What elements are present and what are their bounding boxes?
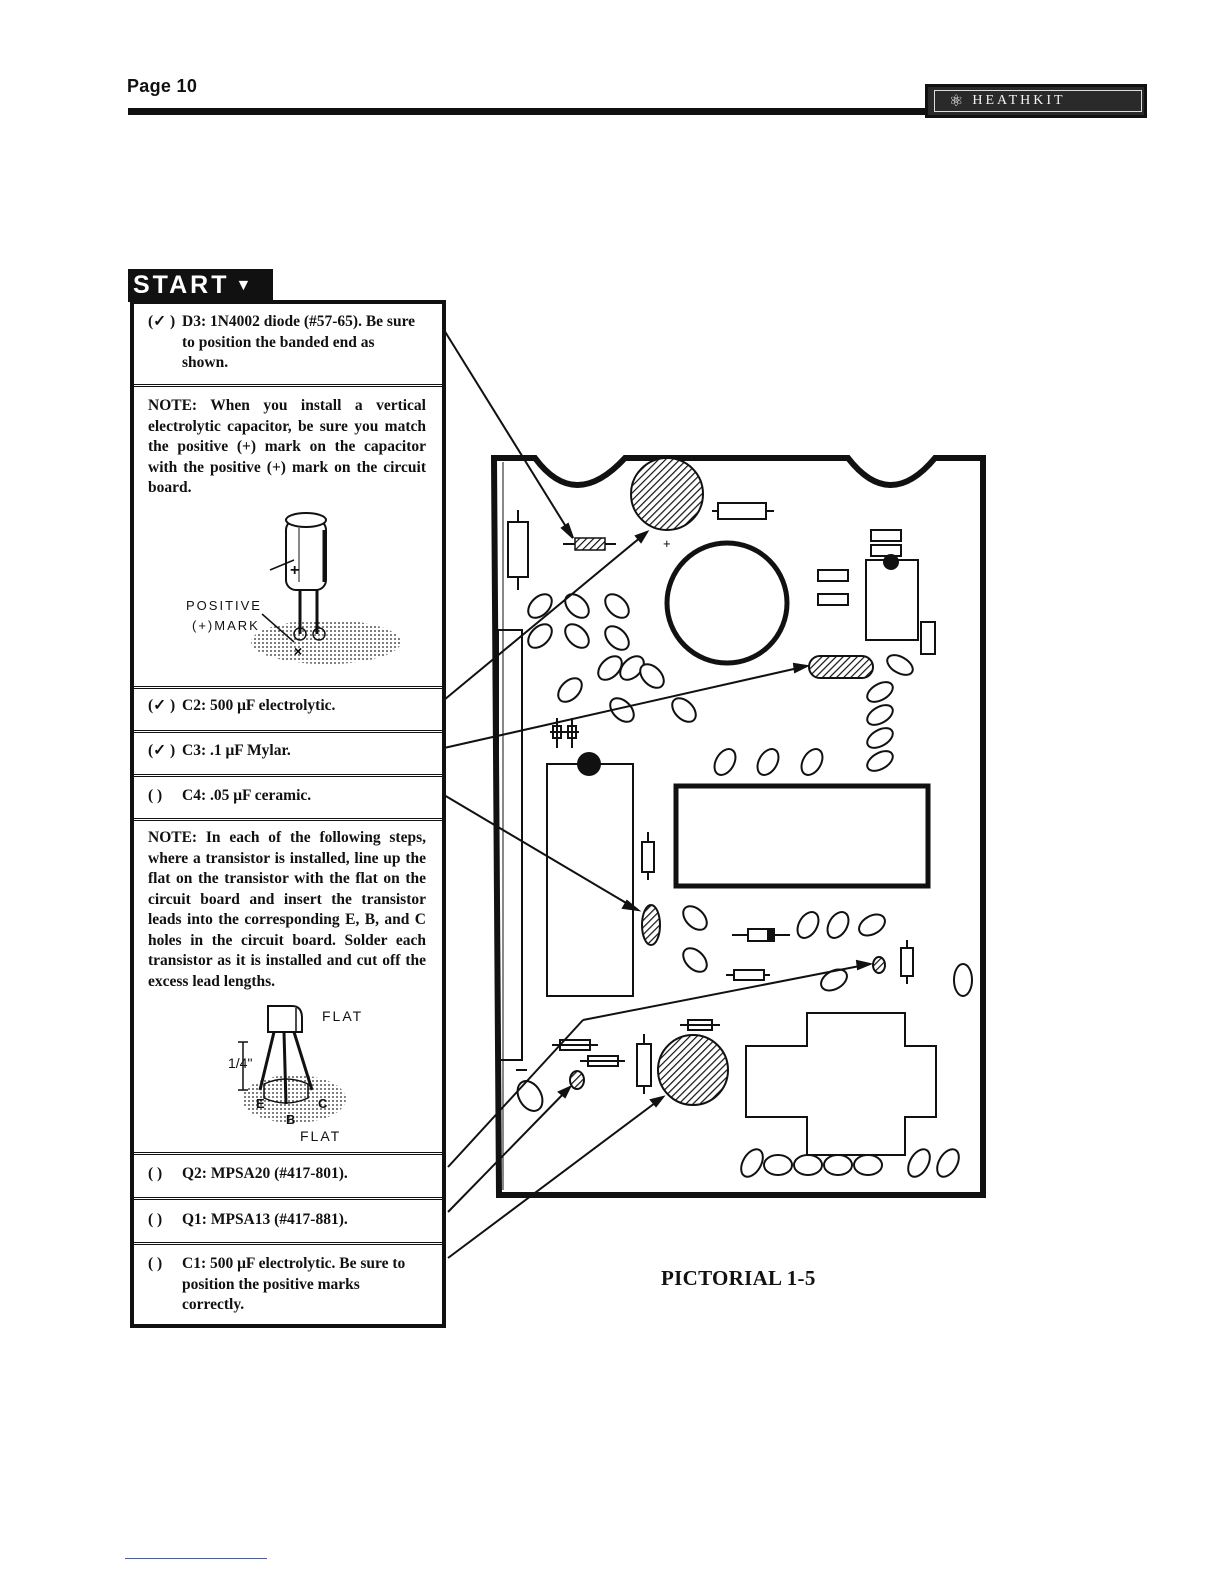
step-text: C1: 500 μF electrolytic. Be sure to posi… (182, 1255, 406, 1313)
page-number: Page 10 (127, 76, 198, 96)
lead-e-label: E (256, 1096, 267, 1111)
flat-bottom-label: FLAT (300, 1128, 342, 1144)
atom-icon: ⚛ (949, 93, 967, 110)
positive-mark-label: (+)MARK (192, 618, 260, 633)
flat-top-label: FLAT (322, 1008, 364, 1024)
header-rule (128, 108, 928, 115)
note-text: NOTE: In each of the following steps, wh… (148, 829, 426, 990)
step-text: Q1: MPSA13 (#417-881). (182, 1211, 348, 1228)
start-label: START ▼ (128, 269, 273, 302)
step-checkbox[interactable]: (✓ ) (148, 697, 176, 714)
start-text: START (133, 271, 230, 299)
capacitor-illustration: × (251, 512, 401, 664)
c1-capacitor (657, 1034, 729, 1106)
note-text: NOTE: When you install a vertical electr… (148, 397, 426, 496)
note-electrolytic: NOTE: When you install a vertical electr… (134, 396, 442, 686)
footer-line (125, 1558, 267, 1559)
step-c2: (✓ ) C2: 500 μF electrolytic. (134, 696, 442, 730)
brand-logo: ⚛ HEATHKIT (925, 84, 1147, 118)
step-q1: ( ) Q1: MPSA13 (#417-881). (134, 1210, 442, 1244)
svg-text:×: × (294, 643, 302, 659)
c2-capacitor (630, 457, 704, 531)
pictorial-caption: PICTORIAL 1-5 (661, 1266, 816, 1290)
note-transistor: NOTE: In each of the following steps, wh… (134, 828, 442, 1150)
positive-label: POSITIVE (186, 598, 262, 613)
step-text: Q2: MPSA20 (#417-801). (182, 1165, 348, 1182)
step-text: C4: .05 μF ceramic. (182, 787, 312, 804)
plus-label: + (290, 562, 302, 579)
steps-panel: (✓ ) D3: 1N4002 diode (#57-65). Be sure … (130, 300, 446, 1328)
svg-text:+: + (663, 536, 671, 551)
step-checkbox[interactable]: ( ) (148, 787, 163, 804)
down-arrow-icon: ▼ (235, 276, 255, 294)
step-c4: ( ) C4: .05 μF ceramic. (134, 786, 442, 820)
quarter-inch-label: 1/4" (228, 1055, 253, 1071)
step-text: D3: 1N4002 diode (#57-65). Be sure to po… (182, 313, 416, 371)
step-text: C2: 500 μF electrolytic. (182, 697, 336, 714)
step-c3: (✓ ) C3: .1 μF Mylar. (134, 741, 442, 775)
step-d3: (✓ ) D3: 1N4002 diode (#57-65). Be sure … (134, 312, 442, 384)
brand-name: HEATHKIT (972, 93, 1066, 108)
step-checkbox[interactable]: ( ) (148, 1211, 163, 1228)
step-q2: ( ) Q2: MPSA20 (#417-801). (134, 1164, 442, 1198)
step-text: C3: .1 μF Mylar. (182, 742, 291, 759)
step-checkbox[interactable]: ( ) (148, 1255, 163, 1272)
step-checkbox[interactable]: ( ) (148, 1165, 163, 1182)
step-checkbox[interactable]: (✓ ) (148, 313, 176, 330)
step-checkbox[interactable]: (✓ ) (148, 742, 176, 759)
lead-c-label: C (318, 1096, 330, 1111)
lead-b-label: B (286, 1112, 298, 1127)
transistor-illustration (238, 1005, 346, 1123)
step-c1: ( ) C1: 500 μF electrolytic. Be sure to … (134, 1254, 442, 1324)
